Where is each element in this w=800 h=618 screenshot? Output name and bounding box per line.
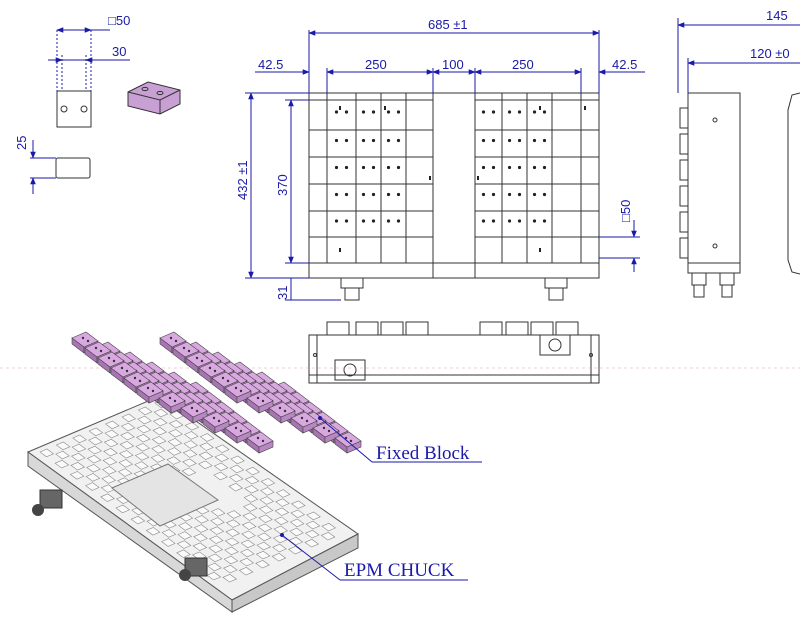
dim-left-margin: 42.5 (258, 57, 283, 72)
dim-small-square: □50 (108, 13, 130, 28)
chuck-front-view: 685 ±1 42.5 250 100 250 42.5 432 ±1 370 … (235, 17, 645, 301)
label-epm-chuck: EPM CHUCK (344, 560, 455, 581)
dim-side-total: 145 (766, 8, 788, 23)
dim-overall-height: 432 ±1 (235, 160, 250, 200)
pole-grid (309, 93, 600, 263)
dim-group-right: 250 (512, 57, 534, 72)
callouts: Fixed Block EPM CHUCK (280, 416, 482, 581)
label-fixed-block: Fixed Block (376, 443, 470, 464)
small-block-views: □50 30 25 (14, 13, 181, 194)
chuck-bottom-view (308, 321, 600, 384)
dim-inner-height: 370 (275, 174, 290, 196)
dim-center-gap: 100 (442, 57, 464, 72)
iso-assembly (0, 331, 800, 613)
dim-connector-height: 31 (275, 286, 290, 300)
dim-small-width: 30 (112, 44, 126, 59)
dim-group-left: 250 (365, 57, 387, 72)
dim-overall-width: 685 ±1 (428, 17, 468, 32)
dim-side-body: 120 ±0 (750, 46, 790, 61)
dim-right-margin: 42.5 (612, 57, 637, 72)
chuck-side-view: 145 120 ±0 (677, 8, 800, 298)
dim-small-height: 25 (14, 136, 29, 150)
dim-pole-square: □50 (618, 200, 633, 222)
